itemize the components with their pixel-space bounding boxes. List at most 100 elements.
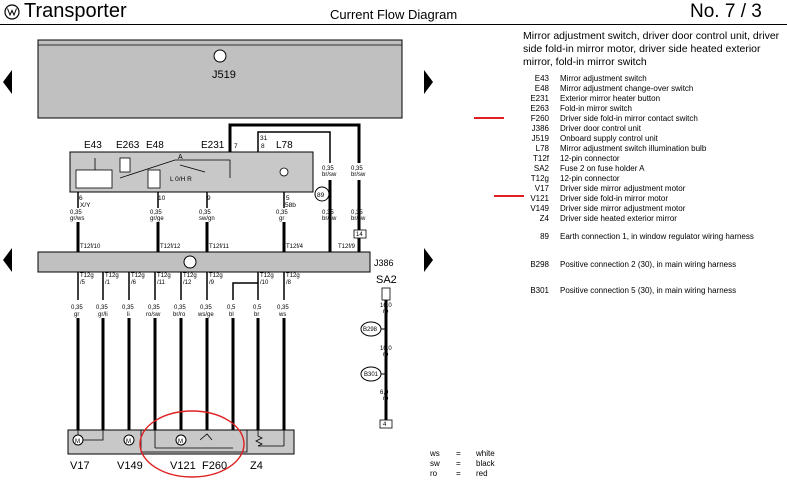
legend-code: E263 — [530, 104, 549, 113]
wire-size: 0,35 — [322, 166, 334, 172]
legend-code: V121 — [530, 194, 549, 203]
connector-name: T12g — [209, 273, 223, 279]
legend-code: SA2 — [533, 164, 549, 173]
motor-v121-icon — [175, 434, 187, 446]
prev-page-arrow-icon[interactable] — [3, 70, 13, 94]
connector-name: T12g — [105, 273, 119, 279]
legend-code: J386 — [531, 124, 549, 133]
svg-text:M: M — [75, 439, 80, 445]
label-e263: E263 — [116, 140, 140, 151]
wire-color: sw/gn — [199, 216, 215, 222]
wire-size: 0,35 — [276, 210, 288, 216]
wire-color: ro — [383, 352, 389, 358]
legend-desc: Positive connection 2 (30), in main wiri… — [560, 260, 737, 269]
diagram-title-block: Mirror adjustment switch, driver door co… — [523, 30, 780, 68]
wire-connector: T12f/12 — [160, 244, 181, 250]
wire-connector: T12f/10 — [80, 244, 101, 250]
connector-name: T12g — [157, 273, 171, 279]
earth-connection-89: 89 — [314, 186, 330, 202]
wire-size: 0,35 — [351, 210, 363, 216]
switch-pins: 6 X/Y 10 9 5 58b 7 31 8 — [79, 135, 296, 209]
pin-number: 5 — [286, 195, 290, 202]
wire-size: 0,35 — [148, 305, 160, 311]
module-icon — [183, 255, 197, 269]
red-marker-f260 — [474, 117, 504, 119]
color-name: black — [476, 459, 495, 468]
legend-desc: Driver side fold-in mirror contact switc… — [560, 114, 698, 123]
color-code: ro — [430, 469, 438, 478]
wire-color: gr/li — [98, 312, 108, 318]
next-page-arrow-icon[interactable] — [424, 248, 434, 272]
legend-desc: Driver side mirror adjustment motor — [560, 184, 686, 193]
pin-number: /8 — [286, 280, 292, 286]
j386-pin-labels: T12g /5 0,35 gr T12g /1 0,35 gr/li T12g … — [71, 273, 300, 318]
wire-size: 6,0 — [380, 390, 389, 396]
ref-number: 14 — [356, 232, 363, 238]
wire-size: 10,0 — [380, 346, 392, 352]
wire-color: bl — [229, 312, 234, 318]
wire-size: 0,35 — [199, 210, 211, 216]
connector-name: T12g — [131, 273, 145, 279]
wire-color: ws — [278, 312, 286, 318]
pin-number: /6 — [131, 280, 137, 286]
mirror-motor-housing: M M M — [67, 429, 295, 455]
switch-mark-a: A — [178, 154, 183, 161]
pin-number: 9 — [207, 195, 211, 202]
label-z4: Z4 — [250, 460, 263, 472]
upper-wire-labels: 0,35 gr/ws T12f/10 0,35 gr/ge T12f/12 0,… — [70, 166, 366, 250]
legend-code: E43 — [534, 74, 549, 83]
label-v17: V17 — [70, 460, 90, 472]
pin-number: 31 — [260, 135, 268, 142]
pin-number: /1 — [105, 280, 111, 286]
legend-code: T12g — [530, 174, 549, 183]
legend-desc: 12-pin connector — [560, 174, 620, 183]
legend-code: F260 — [530, 114, 549, 123]
top-wiring — [76, 123, 361, 252]
module-icon — [213, 49, 227, 63]
legend-desc: Positive connection 5 (30), in main wiri… — [560, 286, 737, 295]
fuse-icon — [381, 287, 391, 301]
legend-desc: Driver side mirror adjustment motor — [560, 204, 686, 213]
header-bar: Transporter Current Flow Diagram No. 7 /… — [0, 0, 787, 25]
pin-number: 6 — [79, 195, 83, 202]
legend-code: E48 — [534, 84, 549, 93]
legend-desc: Driver side heated exterior mirror — [560, 214, 677, 223]
wire-size: 0,35 — [174, 305, 186, 311]
wire-size: 0,35 — [322, 210, 334, 216]
red-highlight-ellipse — [139, 410, 245, 478]
wire-color: br/sw — [322, 216, 337, 222]
wire-color: br/ro — [173, 312, 186, 318]
legend-desc: Exterior mirror heater button — [560, 94, 661, 103]
wire-color: ws/ge — [197, 312, 214, 318]
legend-desc: Mirror adjustment switch — [560, 74, 647, 83]
wire-color: gr — [74, 312, 79, 318]
legend-code: V17 — [534, 184, 549, 193]
wire-size: 0,35 — [277, 305, 289, 311]
label-v121: V121 — [170, 460, 196, 472]
wire-size: 0,35 — [96, 305, 108, 311]
motor-v149-icon — [123, 434, 135, 446]
wire-size: 0,5 — [253, 305, 262, 311]
color-name: red — [476, 469, 488, 478]
legend-desc: Driver door control unit — [560, 124, 641, 133]
legend-desc: Earth connection 1, in window regulator … — [560, 232, 754, 241]
pin-number: 7 — [234, 143, 238, 150]
wire-size: 16,0 — [380, 303, 392, 309]
wire-color: gr/ws — [70, 216, 84, 222]
label-j386: J386 — [374, 258, 394, 268]
wire-color: br/sw — [351, 216, 366, 222]
next-page-arrow-icon[interactable] — [424, 70, 434, 94]
label-e231: E231 — [201, 140, 225, 151]
legend-desc: Fuse 2 on fuse holder A — [560, 164, 645, 173]
pin-number: /5 — [80, 280, 86, 286]
pin-sub: 58b — [285, 202, 296, 209]
legend-code: Z4 — [539, 214, 549, 223]
color-name: white — [476, 449, 495, 458]
motor-v17-icon — [72, 434, 84, 446]
reference-box-14: 14 — [353, 229, 367, 239]
bulb-icon — [279, 167, 289, 177]
wire-color: gr/ge — [150, 216, 164, 222]
prev-page-arrow-icon[interactable] — [3, 248, 13, 272]
pin-sub: X/Y — [80, 202, 91, 209]
legend-desc: Onboard supply control unit — [560, 134, 658, 143]
